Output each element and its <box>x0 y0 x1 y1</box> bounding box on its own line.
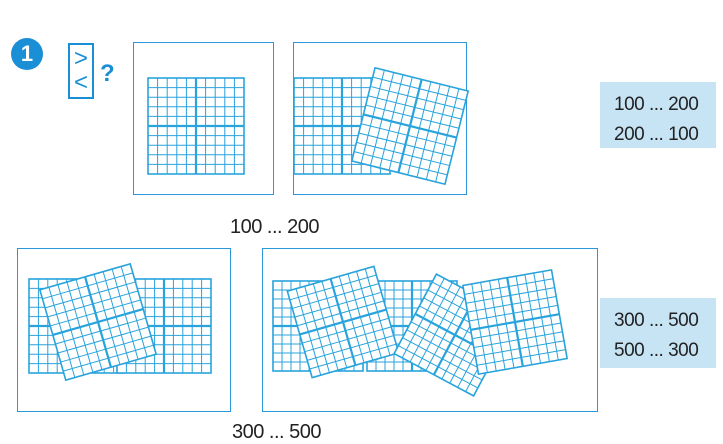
caption-top: 100 ... 200 <box>230 216 319 239</box>
answer-line: 300 ... 500 <box>614 306 702 336</box>
answer-box-top: 100 ... 200 200 ... 100 <box>600 82 716 148</box>
answer-line: 200 ... 100 <box>614 120 702 150</box>
hundred-block-tilted <box>463 270 567 374</box>
answer-box-bottom: 300 ... 500 500 ... 300 <box>600 298 716 368</box>
answer-line: 500 ... 300 <box>614 336 702 366</box>
caption-bottom: 300 ... 500 <box>232 421 321 444</box>
answer-line: 100 ... 200 <box>614 90 702 120</box>
hundred-block <box>148 78 244 174</box>
